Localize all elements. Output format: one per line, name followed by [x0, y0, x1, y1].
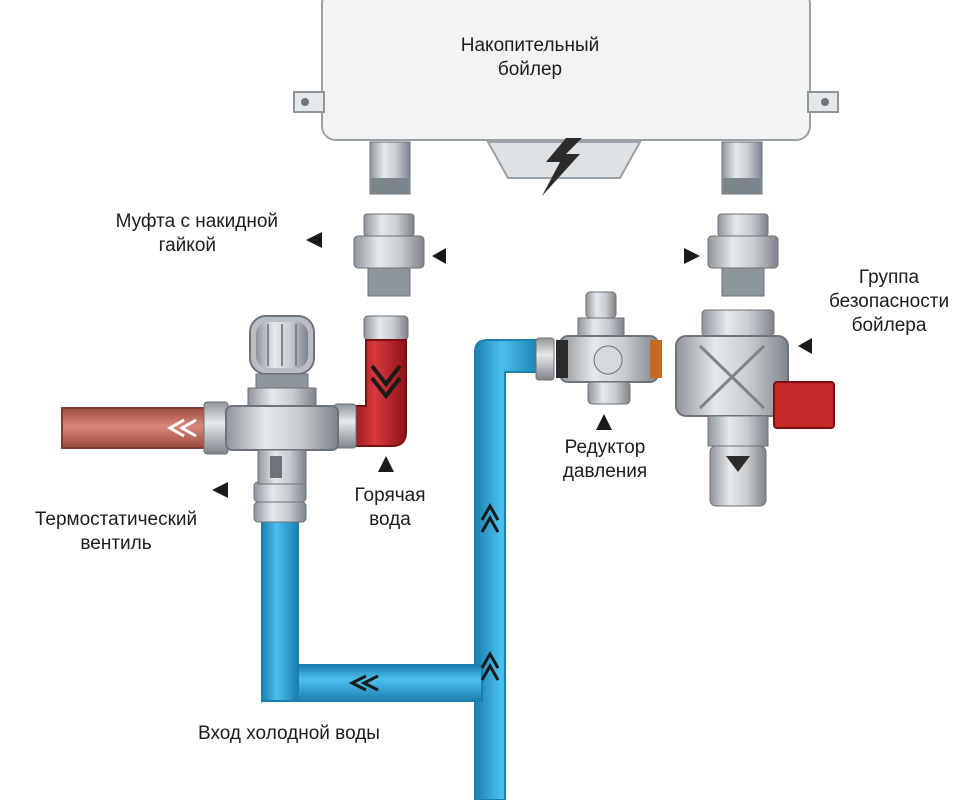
safety-group-label-line3: бойлера	[851, 315, 927, 336]
boiler-label-line2: бойлер	[497, 59, 563, 80]
double-chevron-arrow-icon	[480, 502, 500, 533]
safety-group-label: Группа безопасности бойлера	[814, 266, 964, 338]
pressure-reducer-label-line1: Редуктор	[564, 437, 646, 458]
triangle-pointer-icon	[378, 456, 394, 472]
cold-fitting-valve	[253, 481, 307, 523]
hot-water-label-line2: вода	[369, 509, 411, 530]
boiler-label-line1: Накопительный	[460, 35, 600, 56]
union-coupling-right	[707, 213, 779, 297]
mixed-water-pipe	[61, 401, 229, 455]
triangle-pointer-icon	[306, 232, 322, 248]
union-coupling-label: Муфта с накидной гайкой	[60, 210, 278, 258]
union-coupling-left	[353, 213, 425, 297]
hot-water-pipe	[333, 315, 409, 449]
pressure-reducer	[556, 291, 662, 405]
reducer-inlet-fitting	[535, 337, 555, 381]
hot-water-label: Горячая вода	[330, 484, 450, 532]
thermostatic-valve	[225, 315, 339, 485]
triangle-pointer-icon	[596, 414, 612, 430]
cold-water-inlet-label: Вход холодной воды	[198, 723, 380, 744]
double-chevron-arrow-icon	[166, 418, 197, 438]
boiler-label: Накопительный бойлер	[430, 34, 630, 82]
safety-valve-cap	[773, 381, 835, 429]
triangle-pointer-icon	[684, 248, 700, 264]
double-chevron-arrow-icon	[370, 364, 402, 400]
double-chevron-arrow-icon	[480, 650, 500, 681]
triangle-pointer-icon	[212, 482, 228, 498]
double-chevron-arrow-icon	[348, 674, 379, 692]
hot-water-label-line1: Горячая	[354, 485, 426, 506]
safety-group	[675, 309, 835, 507]
thermostatic-valve-label-line2: вентиль	[80, 533, 152, 554]
pressure-reducer-label: Редуктор давления	[530, 436, 680, 484]
lightning-bolt-icon	[542, 138, 582, 196]
safety-group-label-line1: Группа	[858, 267, 920, 288]
thermostatic-valve-label-line1: Термостатический	[34, 509, 198, 530]
boiler-hot-outlet	[369, 141, 411, 195]
boiler-cold-inlet	[721, 141, 763, 195]
union-coupling-label-line1: Муфта с накидной	[115, 211, 278, 232]
pressure-reducer-label-line2: давления	[562, 461, 648, 482]
triangle-pointer-icon	[798, 338, 812, 354]
union-coupling-label-line2: гайкой	[158, 235, 216, 256]
cold-water-pipe	[261, 339, 541, 801]
triangle-pointer-icon	[432, 248, 446, 264]
boiler	[293, 0, 839, 179]
thermostatic-valve-label: Термостатический вентиль	[0, 508, 232, 556]
safety-group-label-line2: безопасности	[828, 291, 950, 312]
